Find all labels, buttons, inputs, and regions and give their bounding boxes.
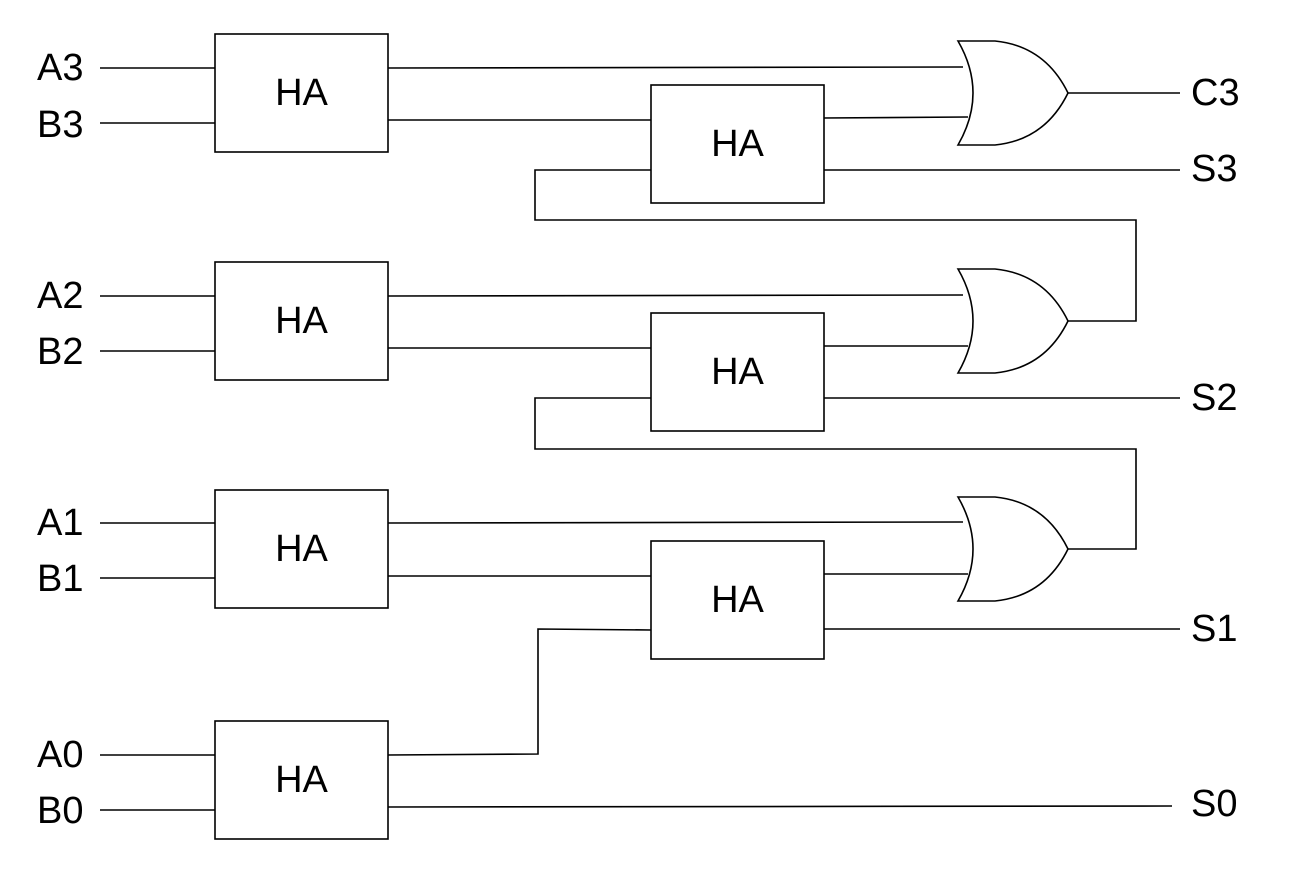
wires [100,66,1180,811]
wire-ha2a-carry-to-or2 [387,294,964,297]
half-adder-label: HA [275,300,328,342]
output-labels: C3 S3 S2 S1 S0 [1191,72,1240,825]
half-adder-stage1a: HA [214,489,389,609]
half-adder-label: HA [275,759,328,801]
input-labels: A3 B3 A2 B2 A1 B1 A0 B0 [37,47,83,832]
half-adder-box [650,540,825,660]
output-label-s1: S1 [1191,608,1237,650]
input-label-b3: B3 [37,104,83,146]
half-adder-stage2b: HA [650,312,825,432]
wire-ha3a-carry-to-or3 [387,66,964,69]
half-adder-box [214,33,389,153]
output-label-s0: S0 [1191,783,1237,825]
half-adder-stage1b: HA [650,540,825,660]
wire-carry1-to-ha2b [534,397,1137,550]
wire-s0-out [387,805,1173,808]
input-label-a3: A3 [37,47,83,89]
wire-ha3b-carry-to-or3 [822,116,969,119]
half-adder-box [650,312,825,432]
half-adder-label: HA [711,579,764,621]
wire-carry0-to-ha1b [387,628,652,756]
or-gate-stage2 [956,268,1069,374]
input-label-a2: A2 [37,275,83,317]
input-label-b0: B0 [37,790,83,832]
output-label-c3: C3 [1191,72,1240,114]
or-gate-stage3 [956,40,1069,146]
half-adder-label: HA [711,351,764,393]
half-adder-label: HA [275,72,328,114]
wire-ha1a-carry-to-or1 [387,521,964,524]
input-label-b1: B1 [37,558,83,600]
input-label-b2: B2 [37,331,83,373]
half-adder-box [214,489,389,609]
half-adder-stage3a: HA [214,33,389,153]
half-adder-stage3b: HA [650,84,825,204]
half-adder-box [650,84,825,204]
or-gate-stage1 [956,496,1069,602]
input-label-a1: A1 [37,502,83,544]
half-adder-box [214,720,389,840]
half-adder-label: HA [275,528,328,570]
wire-carry2-to-ha3b [534,169,1137,322]
half-adder-stage2a: HA [214,261,389,381]
half-adder-box [214,261,389,381]
output-label-s3: S3 [1191,148,1237,190]
output-label-s2: S2 [1191,377,1237,419]
half-adder-stage0: HA [214,720,389,840]
half-adder-label: HA [711,123,764,165]
input-label-a0: A0 [37,734,83,776]
